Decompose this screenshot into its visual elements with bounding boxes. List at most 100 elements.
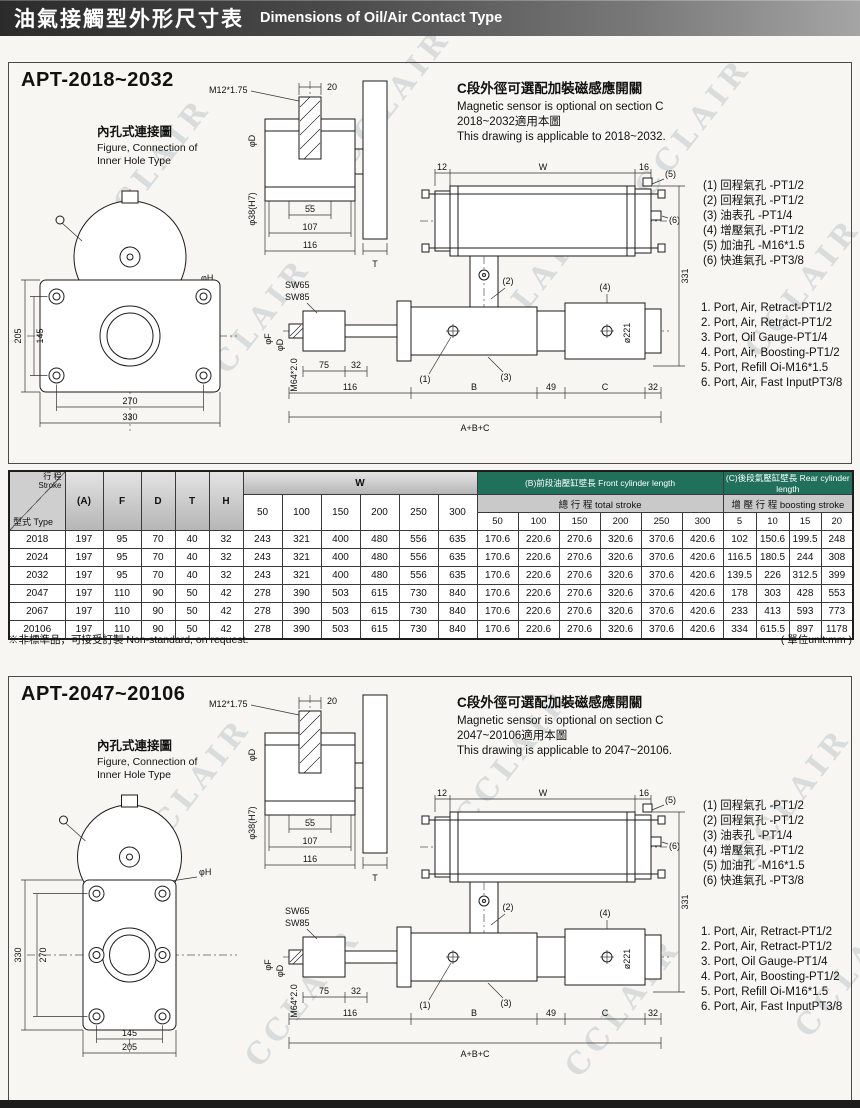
c-cell: 553	[820, 584, 854, 603]
c-cell: 1178	[820, 620, 854, 640]
dim-cell: 42	[208, 602, 244, 621]
dim-cell: 95	[102, 566, 142, 585]
ports-list-zh: (1) 回程氣孔 -PT1/2 (2) 回程氣孔 -PT1/2 (3) 油表孔 …	[703, 179, 860, 269]
magnetic-sensor-note: C段外徑可選配加裝磁感應開關 Magnetic sensor is option…	[457, 77, 717, 145]
c-cell: 399	[820, 566, 854, 585]
port-en: 3. Port, Oil Gauge-PT1/4	[701, 956, 828, 968]
b-cell: 270.6	[558, 548, 601, 567]
w-cell: 400	[320, 566, 361, 585]
model-cell: 20106	[8, 620, 66, 640]
w-cell: 480	[359, 530, 400, 549]
b-subcol: 100	[517, 512, 560, 531]
dim-cell: 70	[140, 566, 176, 585]
sensor-note-en: Magnetic sensor is optional on section C	[457, 715, 664, 727]
w-label: W	[539, 788, 548, 798]
model-title: APT-2047~20106	[21, 683, 186, 705]
b-cell: 420.6	[681, 620, 724, 640]
abc-label: A+B+C	[460, 423, 490, 433]
c-cell: 226	[755, 566, 790, 585]
d55-label: 55	[305, 204, 315, 214]
sensor-note-en: Magnetic sensor is optional on section C	[457, 101, 664, 113]
w-cell: 730	[398, 620, 439, 640]
sw65-label: SW65	[285, 906, 310, 916]
port-zh: (6) 快進氣孔 -PT3/8	[703, 255, 804, 267]
b-cell: 220.6	[517, 530, 560, 549]
flange-drawing: φH 330 270 145 205	[13, 794, 237, 1057]
b-cell: 170.6	[476, 530, 519, 549]
b-cell: 270.6	[558, 530, 601, 549]
w-cell: 840	[437, 620, 478, 640]
dim-cell: 90	[140, 584, 176, 603]
c6-label: (6)	[669, 841, 680, 851]
dim-cell: 197	[64, 548, 104, 567]
b-cell: 370.6	[640, 566, 683, 585]
b-cell: 370.6	[640, 602, 683, 621]
d116-label: 116	[303, 240, 317, 250]
dim-cell: 90	[140, 620, 176, 640]
col-header-d: D	[140, 470, 176, 531]
port-zh: (5) 加油孔 -M16*1.5	[703, 240, 805, 252]
b-cell: 370.6	[640, 584, 683, 603]
w-subcol: 300	[437, 494, 478, 531]
dim-cell: 197	[64, 584, 104, 603]
port-en: 2. Port, Air, Retract-PT1/2	[701, 941, 833, 953]
ports-list-en: 1. Port, Air, Retract-PT1/2 2. Port, Air…	[701, 925, 860, 1015]
b-cell: 170.6	[476, 584, 519, 603]
d49-label: 49	[546, 1008, 556, 1018]
w-cell: 730	[398, 584, 439, 603]
w-cell: 635	[437, 530, 478, 549]
b-label: B	[471, 1008, 477, 1018]
c-cell: 413	[755, 602, 790, 621]
w-cell: 503	[320, 602, 361, 621]
d107-label: 107	[302, 222, 317, 232]
b-cell: 320.6	[599, 602, 642, 621]
b-cell: 170.6	[476, 566, 519, 585]
dim-cell: 32	[208, 548, 244, 567]
b-cell: 270.6	[558, 584, 601, 603]
phiD-label: φD	[247, 748, 257, 761]
magnetic-sensor-note: C段外徑可選配加裝磁感應開關 Magnetic sensor is option…	[457, 691, 717, 759]
b-cell: 370.6	[640, 548, 683, 567]
dim-cell: 40	[174, 530, 210, 549]
m12-label: M12*1.75	[209, 85, 248, 95]
c-label: C	[602, 1008, 609, 1018]
sw85-label: SW85	[285, 292, 310, 302]
dim-cell: 110	[102, 584, 142, 603]
d116-label: 116	[343, 1008, 357, 1018]
page-title-zh: 油氣接觸型外形尺寸表	[14, 8, 244, 31]
col-header-t: T	[174, 470, 210, 531]
d331-label: 331	[680, 894, 690, 909]
section-apt-2018-2032: APT-2018~2032 內孔式連接圖 Figure, Connection …	[8, 62, 852, 464]
b-cell: 320.6	[599, 566, 642, 585]
sw85-label: SW85	[285, 918, 310, 928]
c-subcol: 5	[722, 512, 757, 531]
col-header-b-title: (B)前段油壓缸壁長 Front cylinder length	[476, 470, 724, 495]
d49-label: 49	[546, 382, 556, 392]
d107-label: 107	[302, 836, 317, 846]
unit-note: ( 單位unit:mm )	[780, 634, 852, 646]
w-cell: 840	[437, 602, 478, 621]
port-en: 2. Port, Air, Retract-PT1/2	[701, 317, 833, 329]
page-title-en: Dimensions of Oil/Air Contact Type	[260, 10, 503, 26]
c-subcol: 20	[820, 512, 854, 531]
w-cell: 615	[359, 602, 400, 621]
c1-label: (1)	[420, 374, 431, 384]
w-cell: 730	[398, 602, 439, 621]
b-cell: 220.6	[517, 566, 560, 585]
model-cell: 2024	[8, 548, 66, 567]
port-zh: (4) 增壓氣孔 -PT1/2	[703, 845, 804, 857]
c-cell: 312.5	[788, 566, 822, 585]
phiF-label: φF	[263, 959, 273, 971]
b-subcol: 200	[599, 512, 642, 531]
dim-cell: 32	[208, 530, 244, 549]
c4-label: (4)	[600, 282, 611, 292]
b-cell: 220.6	[517, 620, 560, 640]
c-cell: 248	[820, 530, 854, 549]
model-cell: 2018	[8, 530, 66, 549]
port-en: 4. Port, Air, Boosting-PT1/2	[701, 971, 840, 983]
ports-list-zh: (1) 回程氣孔 -PT1/2 (2) 回程氣孔 -PT1/2 (3) 油表孔 …	[703, 799, 860, 889]
